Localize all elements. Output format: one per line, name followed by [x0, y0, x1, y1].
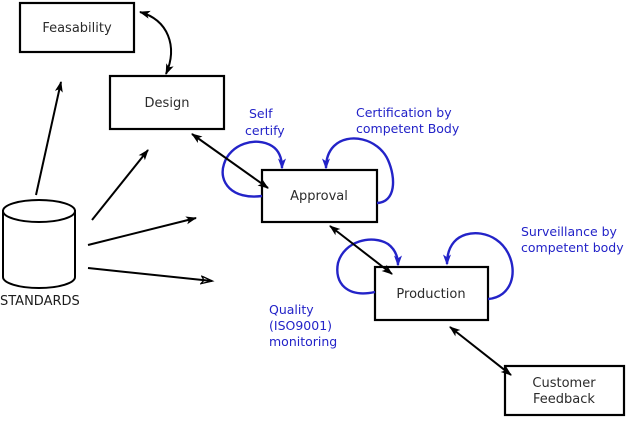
design-box[interactable] [108, 74, 226, 131]
production-customer-feedback-arrow [449, 326, 512, 376]
customer-feedback-label-line1: Customer [532, 376, 596, 391]
self-loop-production-right [443, 232, 514, 301]
annotation-self-certify: Self certify [245, 106, 285, 138]
standards-production-arrow [87, 267, 212, 281]
annotation-quality-iso9001-monitoring: Quality (ISO9001) monitoring [269, 302, 337, 349]
approval-production-arrow [329, 225, 393, 275]
self-certify-line1: Self [249, 106, 273, 121]
edge-standards-to-approval [87, 216, 197, 246]
edge-approval-to-production [329, 225, 393, 275]
edge-design-to-feasability [139, 10, 174, 75]
quality-line3: monitoring [269, 334, 337, 349]
node-design[interactable]: Design [108, 74, 226, 131]
edge-standards-to-production [87, 267, 212, 281]
annotation-certification-by-competent-body: Certification by competent Body [356, 105, 460, 136]
surveillance-line2: competent body [521, 240, 624, 255]
standards-feasability-arrow [35, 81, 63, 196]
node-standards[interactable]: STANDARDS [0, 199, 80, 309]
edge-standards-to-feasability [35, 81, 63, 196]
edge-production-to-customer-feedback [449, 326, 512, 376]
approval-box[interactable] [260, 168, 379, 224]
feasability-box[interactable] [18, 1, 136, 54]
standards-label: STANDARDS [0, 294, 80, 309]
production-label: Production [396, 287, 465, 302]
design-approval-arrow [191, 133, 269, 189]
customer-feedback-label-line2: Feedback [533, 392, 595, 407]
node-customer-feedback[interactable]: Customer Feedback [503, 364, 626, 417]
node-approval[interactable]: Approval [260, 168, 379, 224]
approval-label: Approval [290, 189, 348, 204]
quality-line2: (ISO9001) [269, 318, 332, 333]
production-surveillance-loop [443, 232, 514, 301]
feasability-label: Feasability [42, 21, 112, 36]
approval-certification-loop [322, 137, 395, 205]
production-box[interactable] [373, 265, 490, 322]
standards-cylinder-top[interactable] [2, 199, 76, 223]
certification-line2: competent Body [356, 121, 460, 136]
self-certify-line2: certify [245, 123, 285, 138]
design-feasability-arrow [139, 10, 174, 75]
surveillance-line1: Surveillance by [521, 224, 618, 239]
design-label: Design [145, 96, 190, 111]
self-loop-approval-right [322, 137, 395, 205]
standards-design-arrow [91, 149, 149, 221]
node-feasability[interactable]: Feasability [18, 1, 136, 54]
customer-feedback-box[interactable] [503, 364, 626, 417]
standards-cylinder-body[interactable] [2, 210, 76, 289]
edge-design-to-approval [191, 133, 269, 189]
node-production[interactable]: Production [373, 265, 490, 322]
edge-standards-to-design [91, 149, 149, 221]
quality-line1: Quality [269, 302, 314, 317]
annotation-surveillance-by-competent-body: Surveillance by competent body [521, 224, 624, 255]
certification-line1: Certification by [356, 105, 452, 120]
standards-approval-arrow [87, 216, 197, 246]
